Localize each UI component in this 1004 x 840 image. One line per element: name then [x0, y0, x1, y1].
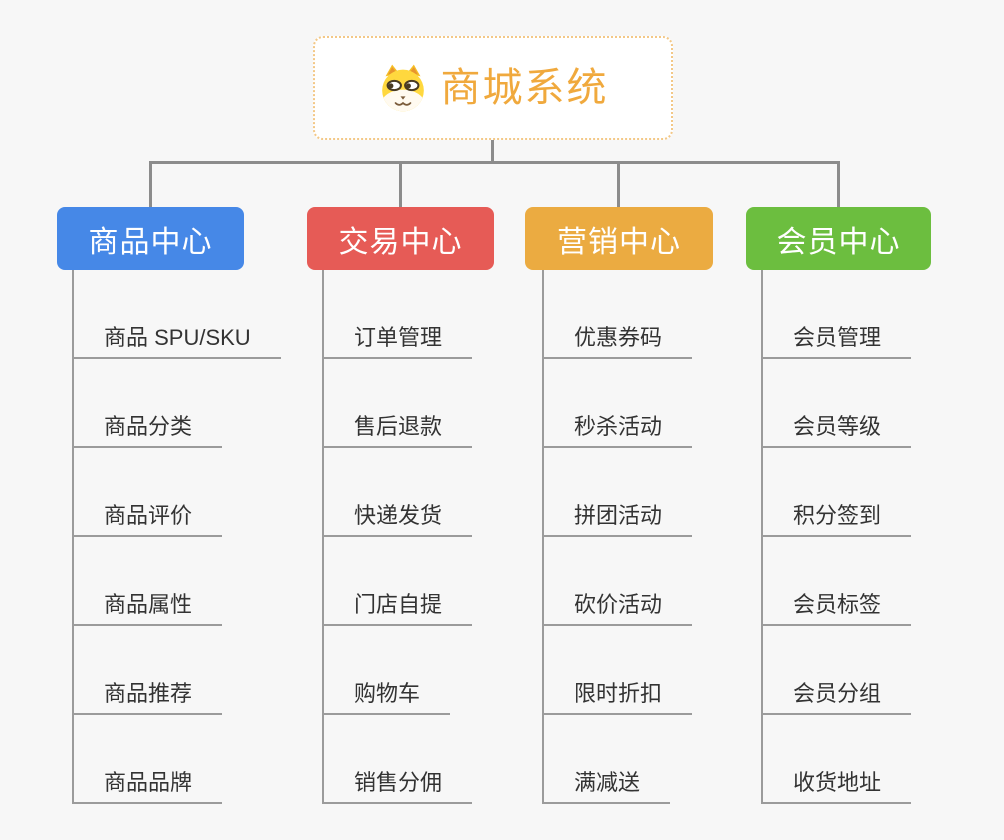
- mindmap-item[interactable]: 商品推荐: [72, 681, 223, 715]
- mindmap-item[interactable]: 商品分类: [72, 414, 223, 448]
- mindmap-item[interactable]: 优惠券码: [542, 325, 693, 359]
- branch-items-marketing-center: 优惠券码 秒杀活动 拼团活动 砍价活动 限时折扣 满减送: [542, 270, 693, 804]
- mindmap-item[interactable]: 会员标签: [761, 592, 912, 626]
- connector-drop-line: [617, 161, 620, 207]
- branch-node-marketing-center[interactable]: 营销中心: [525, 207, 713, 270]
- connector-drop-line: [837, 161, 840, 207]
- connector-drop-line: [399, 161, 402, 207]
- branch-items-trade-center: 订单管理 售后退款 快递发货 门店自提 购物车 销售分佣: [322, 270, 473, 804]
- mindmap-item[interactable]: 购物车: [322, 681, 451, 715]
- mindmap-item[interactable]: 秒杀活动: [542, 414, 693, 448]
- mindmap-item[interactable]: 售后退款: [322, 414, 473, 448]
- root-title: 商城系统: [440, 66, 609, 110]
- branch-node-trade-center[interactable]: 交易中心: [307, 207, 494, 270]
- connector-horizontal-bar: [149, 161, 839, 164]
- mindmap-item[interactable]: 满减送: [542, 770, 671, 804]
- branch-items-member-center: 会员管理 会员等级 积分签到 会员标签 会员分组 收货地址: [761, 270, 912, 804]
- mindmap-item[interactable]: 积分签到: [761, 503, 912, 537]
- branch-label: 交易中心: [338, 225, 463, 259]
- branch-node-product-center[interactable]: 商品中心: [57, 207, 244, 270]
- mindmap-item[interactable]: 会员等级: [761, 414, 912, 448]
- mindmap-item[interactable]: 门店自提: [322, 592, 473, 626]
- mindmap-item[interactable]: 拼团活动: [542, 503, 693, 537]
- connector-drop-line: [149, 161, 152, 207]
- branch-label: 营销中心: [557, 225, 681, 259]
- mindmap-item[interactable]: 会员管理: [761, 325, 912, 359]
- mindmap-item[interactable]: 砍价活动: [542, 592, 693, 626]
- shiba-dog-icon: [381, 64, 424, 112]
- mindmap-item[interactable]: 销售分佣: [322, 770, 473, 804]
- branch-items-product-center: 商品 SPU/SKU 商品分类 商品评价 商品属性 商品推荐 商品品牌: [72, 270, 281, 804]
- branch-node-member-center[interactable]: 会员中心: [746, 207, 931, 270]
- mindmap-item[interactable]: 商品属性: [72, 592, 223, 626]
- branch-label: 会员中心: [776, 225, 901, 259]
- mindmap-item[interactable]: 快递发货: [322, 503, 473, 537]
- mindmap-item[interactable]: 收货地址: [761, 770, 912, 804]
- mindmap-item[interactable]: 会员分组: [761, 681, 912, 715]
- mindmap-item[interactable]: 商品品牌: [72, 770, 223, 804]
- branch-label: 商品中心: [88, 225, 213, 259]
- connector-root-trunk: [491, 140, 494, 162]
- mindmap-item[interactable]: 订单管理: [322, 325, 473, 359]
- mindmap-item[interactable]: 限时折扣: [542, 681, 693, 715]
- root-node[interactable]: 商城系统: [313, 36, 673, 140]
- mindmap-item[interactable]: 商品 SPU/SKU: [72, 325, 281, 359]
- mindmap-item[interactable]: 商品评价: [72, 503, 223, 537]
